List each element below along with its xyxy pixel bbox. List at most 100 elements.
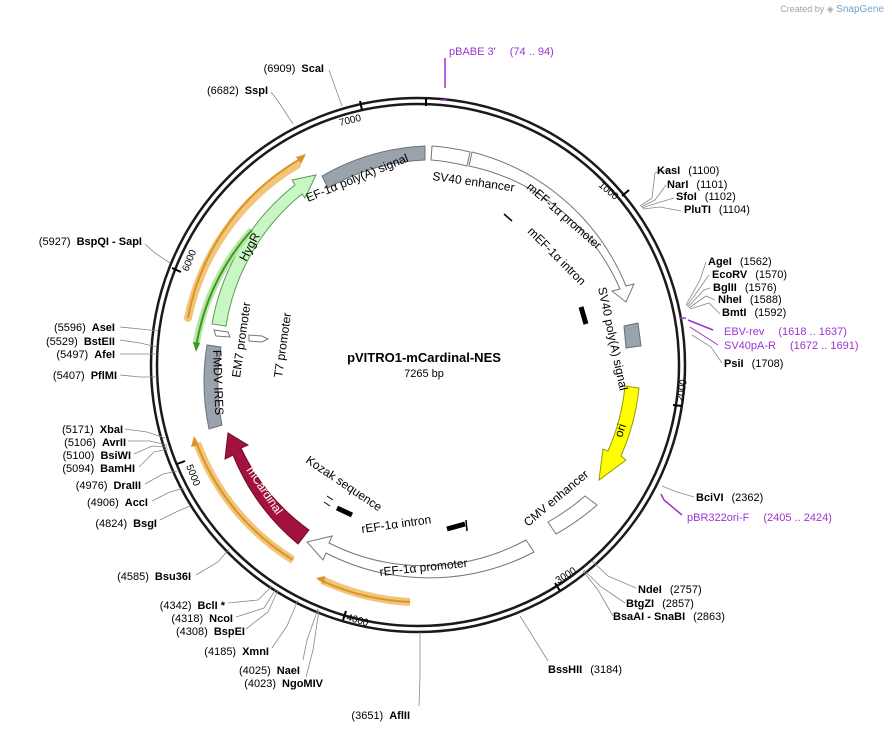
site-bsaai: BsaAI - SnaBI(2863) bbox=[613, 611, 725, 623]
label-ori: ori bbox=[612, 422, 629, 439]
leader-draiii bbox=[144, 470, 178, 485]
tick-label-1000: 1000 bbox=[596, 180, 620, 203]
leader-bsu36i bbox=[195, 548, 230, 576]
kozak-bar bbox=[335, 505, 354, 518]
site-bmti: BmtI(1592) bbox=[722, 307, 786, 319]
tick-label-4000: 4000 bbox=[345, 612, 370, 629]
leader-avrii bbox=[128, 440, 168, 446]
leader-pflmi bbox=[119, 374, 157, 378]
site-agei: AgeI(1562) bbox=[708, 256, 772, 268]
site-xbai: (5171)XbaI bbox=[62, 424, 123, 436]
site-bsiwi: (5100)BsiWI bbox=[63, 450, 131, 462]
snapgene-logo-icon: ◈ bbox=[826, 4, 834, 14]
label-t7-promoter: T7 promoter bbox=[271, 312, 294, 379]
site-bspqi: (5927)BspQI - SapI bbox=[39, 236, 142, 248]
leader-aflii bbox=[418, 632, 421, 707]
site-pluti: PluTI(1104) bbox=[684, 204, 750, 216]
orf-arrow-left-lower-core bbox=[194, 438, 294, 561]
site-kasi: KasI(1100) bbox=[657, 165, 719, 177]
site-ngomiv: (4023)NgoMIV bbox=[244, 678, 323, 690]
label-fmdv-ires: FMDV IRES bbox=[210, 350, 226, 416]
site-draiii: (4976)DraIII bbox=[76, 480, 141, 492]
feature-mcardinal[interactable] bbox=[224, 432, 310, 545]
feature-ref1a-promoter[interactable] bbox=[306, 535, 535, 579]
site-scai: (6909)ScaI bbox=[264, 63, 324, 75]
site-bcivi: BciVI(2362) bbox=[696, 492, 763, 504]
feature-sv40-polya[interactable] bbox=[623, 322, 642, 349]
leader-lines bbox=[119, 69, 723, 707]
tick-label-2000: 2000 bbox=[675, 378, 690, 402]
tick-label-3000: 3000 bbox=[554, 565, 579, 586]
site-nhei: NheI(1588) bbox=[718, 294, 782, 306]
feature-mef1a-promoter[interactable] bbox=[468, 151, 635, 303]
site-afei: (5497)AfeI bbox=[56, 349, 115, 361]
primer-sv40pa-r: SV40pA-R(1672 .. 1691) bbox=[724, 340, 858, 352]
site-labels-left: (3651)AflII (4023)NgoMIV (4025)NaeI (418… bbox=[39, 63, 410, 722]
feature-cmv-enhancer[interactable] bbox=[547, 495, 598, 535]
leader-ncoi bbox=[235, 588, 277, 618]
leader-naei bbox=[302, 608, 319, 661]
orf-arrow-bottom-core bbox=[317, 578, 411, 603]
tick-label-7000: 7000 bbox=[338, 113, 363, 129]
leader-bcivi bbox=[661, 485, 695, 498]
site-pflmi: (5407)PflMI bbox=[53, 370, 117, 382]
leader-nhei bbox=[688, 295, 716, 309]
site-sspi: (6682)SspI bbox=[207, 85, 268, 97]
leader-bmti bbox=[689, 302, 721, 315]
orf-arrow-top-left-core bbox=[187, 157, 303, 319]
intron-ref1a bbox=[446, 521, 466, 532]
feature-ori[interactable] bbox=[598, 385, 640, 482]
feature-sv40-enhancer[interactable] bbox=[430, 145, 471, 167]
site-acci: (4906)AccI bbox=[87, 497, 148, 509]
label-kozak: Kozak sequence bbox=[303, 453, 385, 514]
feature-ef1a-polya[interactable] bbox=[321, 145, 426, 189]
label-ref1a-intron: rEF-1α intron bbox=[360, 512, 432, 536]
leader-ecorv bbox=[686, 274, 710, 307]
site-psii: PsiI(1708) bbox=[724, 358, 783, 370]
leader-xmni bbox=[271, 599, 299, 649]
site-bsu36i: (4585)Bsu36I bbox=[117, 571, 191, 583]
feature-hygr[interactable] bbox=[211, 174, 317, 327]
feature-em7-promoter[interactable] bbox=[213, 329, 231, 338]
leader-bamhi bbox=[138, 448, 169, 468]
leader-acci bbox=[151, 487, 185, 502]
primer-pbr322ori-f: pBR322ori-F(2405 .. 2424) bbox=[687, 512, 832, 524]
primer-pbabe3-mark bbox=[441, 58, 447, 101]
tick-mark-7000 bbox=[359, 100, 363, 111]
site-bglii: BglII(1576) bbox=[713, 282, 777, 294]
kozak-tick-b bbox=[323, 501, 331, 507]
site-ndei: NdeI(2757) bbox=[638, 584, 702, 596]
kozak-tick-a bbox=[326, 495, 334, 501]
leader-bcli bbox=[227, 585, 273, 604]
site-nari: NarI(1101) bbox=[667, 179, 727, 191]
feature-t7-promoter[interactable] bbox=[248, 334, 270, 343]
leader-bspqi bbox=[144, 243, 171, 264]
leader-bsteii bbox=[119, 339, 158, 348]
leader-bsgi bbox=[159, 505, 191, 521]
tick-mark-5000 bbox=[176, 460, 186, 465]
primer-marks bbox=[441, 58, 719, 516]
site-asei: (5596)AseI bbox=[54, 322, 115, 334]
backbone-outer-ring bbox=[149, 96, 687, 634]
site-ncoi: (4318)NcoI bbox=[171, 613, 233, 625]
leader-sspi bbox=[270, 91, 294, 125]
primer-sv40pa-mark bbox=[689, 326, 719, 346]
primer-pbabe3: pBABE 3'(74 .. 94) bbox=[449, 46, 554, 58]
leader-ngomiv bbox=[305, 609, 320, 678]
orf-arrow-bottom bbox=[320, 576, 411, 606]
feature-fmdv-ires[interactable] bbox=[203, 344, 223, 430]
leader-sfoi bbox=[641, 197, 675, 209]
leader-asei bbox=[119, 326, 159, 332]
leader-pluti bbox=[642, 206, 682, 212]
site-sfoi: SfoI(1102) bbox=[676, 191, 736, 203]
leader-bspei bbox=[245, 589, 279, 630]
leader-agei bbox=[685, 261, 707, 306]
site-bspei: (4308)BspEI bbox=[176, 626, 245, 638]
site-bsteii: (5529)BstEII bbox=[46, 336, 115, 348]
leader-kasi-group bbox=[639, 169, 669, 207]
leader-ndei bbox=[591, 560, 637, 589]
credit-brand: SnapGene bbox=[836, 4, 884, 15]
orf-arrow-green-head bbox=[193, 342, 200, 352]
plasmid-name: pVITRO1-mCardinal-NES bbox=[347, 350, 501, 365]
